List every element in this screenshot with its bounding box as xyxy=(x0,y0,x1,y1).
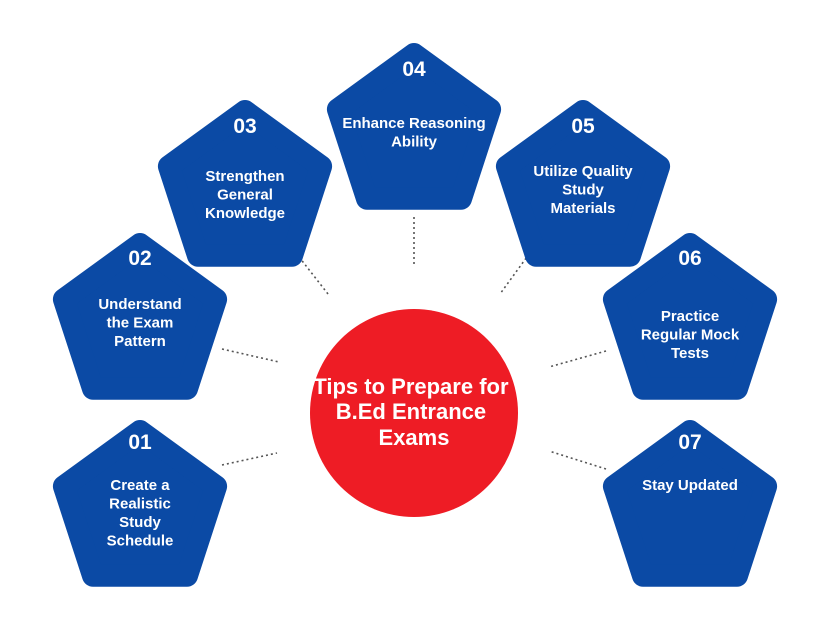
connector-02 xyxy=(221,348,280,363)
tip-label-line: Stay Updated xyxy=(642,477,738,494)
tip-label-line: Enhance Reasoning xyxy=(342,115,485,132)
center-title: Tips to Prepare for B.Ed Entrance Exams xyxy=(313,374,514,450)
tip-label-line: Strengthen xyxy=(205,168,284,185)
pentagon-shape xyxy=(52,420,228,587)
tip-number: 07 xyxy=(678,431,701,454)
pentagon-shape xyxy=(52,233,228,400)
pentagon-shape xyxy=(495,100,671,267)
tip-label-line: Realistic xyxy=(109,496,171,513)
connector-03 xyxy=(295,252,329,295)
center-title-line-3: Exams xyxy=(379,425,450,450)
tip-label-line: Schedule xyxy=(107,533,174,550)
tip-label-line: Study xyxy=(562,182,604,199)
tip-label-line: Understand xyxy=(98,296,181,313)
connector-05 xyxy=(499,249,533,295)
connector-06 xyxy=(548,350,607,368)
tip-label-line: General xyxy=(217,187,273,204)
tip-number: 06 xyxy=(678,247,701,270)
center-circle xyxy=(310,309,518,517)
pentagon-shape xyxy=(602,233,778,400)
pentagon-shape xyxy=(326,43,502,210)
pentagon-shape xyxy=(157,100,333,267)
tip-label-line: Study xyxy=(119,514,161,531)
center-title-line-2: B.Ed Entrance xyxy=(336,399,486,424)
connector-01 xyxy=(221,452,278,466)
tip-number: 01 xyxy=(128,431,152,454)
tip-label-line: Materials xyxy=(550,200,615,217)
tip-number: 03 xyxy=(233,115,256,138)
tip-label-line: Pattern xyxy=(114,333,166,350)
tip-label: Stay Updated xyxy=(642,477,738,494)
tip-number: 02 xyxy=(128,247,151,270)
tip-label-line: Create a xyxy=(110,477,170,494)
connector-lines xyxy=(221,217,607,470)
tip-number: 05 xyxy=(571,115,595,138)
tip-label-line: Practice xyxy=(661,308,719,325)
tip-label-line: Ability xyxy=(391,134,437,151)
tip-label-line: Utilize Quality xyxy=(533,163,633,180)
pentagon-shape xyxy=(602,420,778,587)
tip-label-line: Tests xyxy=(671,345,709,362)
tip-number: 04 xyxy=(402,58,426,81)
tip-label-line: Knowledge xyxy=(205,205,285,222)
connector-07 xyxy=(548,450,607,470)
tip-label-line: the Exam xyxy=(107,315,174,332)
center-title-line-1: Tips to Prepare for xyxy=(313,374,509,399)
tip-label-line: Regular Mock xyxy=(641,327,740,344)
